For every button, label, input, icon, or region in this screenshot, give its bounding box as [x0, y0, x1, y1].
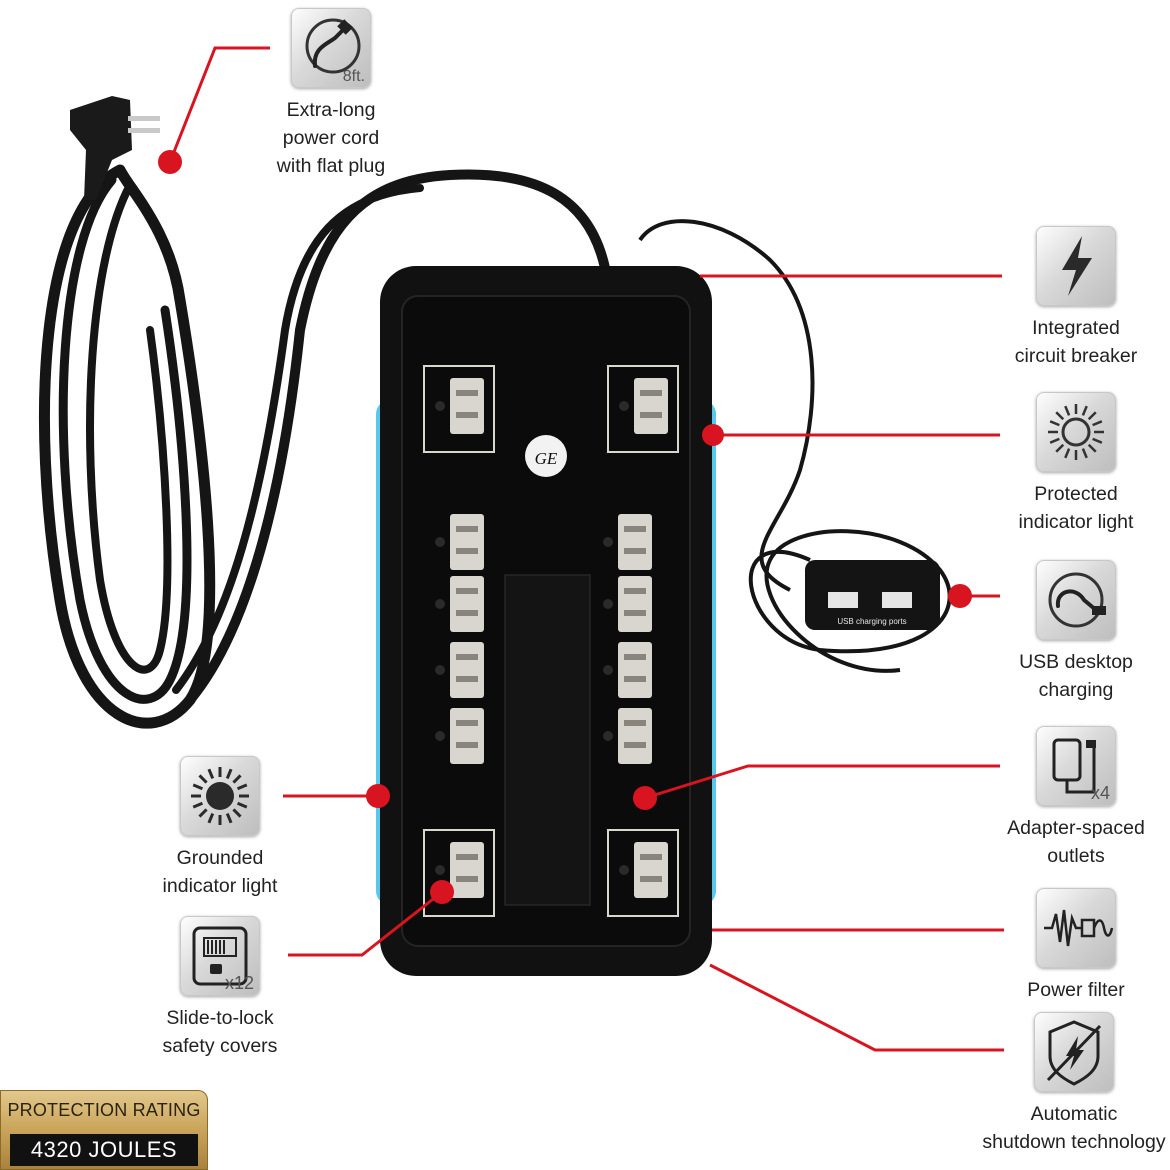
callout-dots	[158, 150, 972, 904]
usb-hub-label: USB charging ports	[837, 617, 906, 626]
brand-logo-text: GE	[535, 449, 558, 468]
adapter-plug-icon: x4	[1036, 726, 1116, 806]
feature-label-line: with flat plug	[276, 155, 386, 177]
sun-ray	[192, 783, 204, 791]
feature-circuit-breaker: Integrated circuit breaker	[996, 226, 1156, 370]
outlet	[603, 642, 652, 698]
outlet	[435, 708, 484, 764]
outlet	[423, 365, 495, 453]
sun-ray	[1049, 420, 1060, 427]
outlet	[435, 642, 484, 698]
sun-ray	[1081, 405, 1088, 416]
feature-label-line: Adapter-spaced	[1007, 817, 1145, 839]
callout-lines	[168, 46, 1004, 1052]
feature-power-cord: 8ft. Extra-long power cord with flat plug	[251, 8, 411, 180]
feature-usb-charging: USB desktop charging	[996, 560, 1156, 704]
protection-rating-value: 4320 JOULES	[10, 1134, 198, 1166]
sun-ray	[198, 808, 208, 818]
sun-ray	[198, 774, 208, 784]
sun-ray	[1087, 443, 1097, 453]
usb-port-2	[882, 592, 912, 608]
power-cord	[38, 164, 610, 729]
feature-label-line: Automatic	[1030, 1103, 1118, 1125]
sun-ray	[232, 808, 242, 818]
feature-safety-covers: x12 Slide-to-lock safety covers	[140, 916, 300, 1060]
feature-label-line: safety covers	[162, 1035, 278, 1057]
feature-label-line: power cord	[282, 127, 380, 149]
outlet	[435, 576, 484, 632]
outlet	[423, 829, 495, 917]
feature-label-line: USB desktop	[1019, 651, 1133, 673]
sun-ray	[192, 801, 204, 809]
feature-label-line: circuit breaker	[1014, 345, 1138, 367]
sun-ray	[1064, 405, 1071, 416]
usb-cable	[638, 219, 815, 592]
center-channel	[504, 574, 591, 906]
outlets	[423, 365, 679, 917]
usb-port-1	[828, 592, 858, 608]
sun-ray	[236, 783, 248, 791]
sun-ray	[225, 812, 233, 824]
sun-ray	[236, 801, 248, 809]
feature-label-line: charging	[1038, 679, 1114, 701]
dark-sun-light-icon	[180, 756, 260, 836]
usb-hub	[805, 560, 940, 630]
feature-label-line: outlets	[1047, 845, 1105, 867]
feature-label-line: Slide-to-lock	[166, 1007, 274, 1029]
feature-auto-shutdown: Automatic shutdown technology	[974, 1012, 1170, 1156]
flat-plug	[70, 96, 160, 200]
sun-ray	[207, 812, 215, 824]
feature-label-line: Integrated	[1032, 317, 1120, 339]
outlet	[435, 514, 484, 570]
feature-power-filter: Power filter	[996, 888, 1156, 1004]
outlet-count-badge: x4	[1090, 783, 1110, 803]
feature-label-line: Power filter	[1027, 979, 1125, 1001]
sun-ray	[1055, 443, 1065, 453]
sun-ray	[1081, 448, 1088, 459]
feature-label-line: indicator light	[1018, 511, 1134, 533]
feature-label-line: Grounded	[176, 847, 264, 869]
feature-label-line: Extra-long	[286, 99, 376, 121]
feature-grounded-light: Grounded indicator light	[140, 756, 300, 900]
sun-ray	[1049, 437, 1060, 444]
feature-label-line: Protected	[1034, 483, 1118, 505]
feature-protected-light: Protected indicator light	[996, 392, 1156, 536]
sun-light-icon	[1036, 392, 1116, 472]
sun-ray	[1064, 448, 1071, 459]
sun-ray	[1087, 411, 1097, 421]
outlet	[607, 365, 679, 453]
outlet-cover-icon: x12	[180, 916, 260, 996]
usb-cable-icon	[1036, 560, 1116, 640]
outlet	[603, 514, 652, 570]
feature-label-line: indicator light	[162, 875, 278, 897]
lightning-bolt-icon	[1036, 226, 1116, 306]
sun-ray	[232, 774, 242, 784]
sun-ray	[225, 768, 233, 780]
protection-rating-badge: PROTECTION RATING 4320 JOULES	[0, 1090, 208, 1170]
brand-logo	[525, 435, 567, 477]
feature-label-line: shutdown technology	[982, 1131, 1166, 1153]
outlet	[607, 829, 679, 917]
outlet	[603, 708, 652, 764]
usb-cable-loop	[748, 529, 952, 673]
shutdown-shield-icon	[1034, 1012, 1114, 1092]
sun-ray	[207, 768, 215, 780]
cover-count-badge: x12	[224, 973, 254, 993]
sun-ray	[1092, 420, 1103, 427]
protection-rating-title: PROTECTION RATING	[7, 1100, 201, 1120]
cord-length-badge: 8ft.	[342, 68, 365, 85]
feature-adapter-outlets: x4 Adapter-spaced outlets	[996, 726, 1156, 870]
sun-ray	[1055, 411, 1065, 421]
outlet	[603, 576, 652, 632]
plug-cord-icon: 8ft.	[291, 8, 371, 88]
waveform-filter-icon	[1036, 888, 1116, 968]
sun-ray	[1092, 437, 1103, 444]
